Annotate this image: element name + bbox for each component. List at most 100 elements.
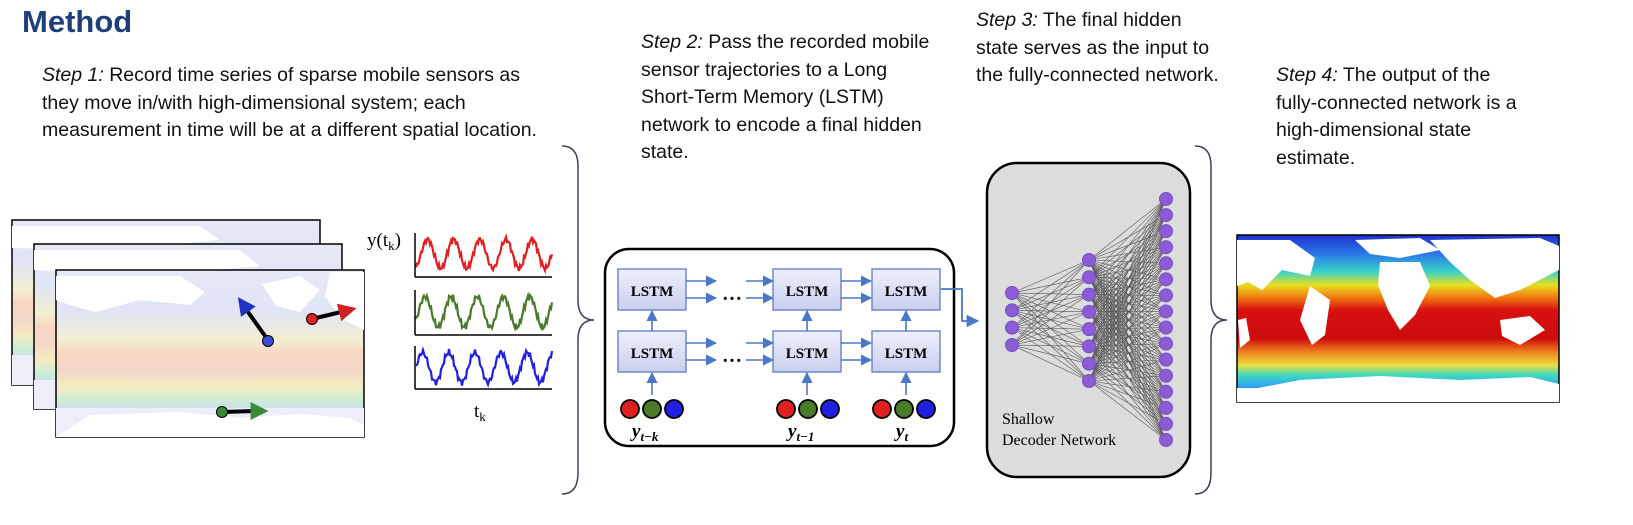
decoder-edge xyxy=(1088,277,1167,392)
decoder-node xyxy=(1082,253,1096,267)
decoder-node xyxy=(1159,352,1173,367)
decoder-edge xyxy=(1088,295,1167,313)
decoder-edge xyxy=(1088,259,1167,312)
lstm-cell xyxy=(617,330,687,373)
decoder-edge xyxy=(1088,263,1167,347)
decoder-edge xyxy=(1088,279,1167,382)
decoder-node xyxy=(1005,303,1019,318)
lstm-cell-label: LSTM xyxy=(631,346,674,362)
decoder-edge xyxy=(1088,230,1167,278)
signal-trace-1 xyxy=(414,291,554,332)
decoder-edge xyxy=(1011,328,1090,346)
page-title: Method xyxy=(22,4,133,39)
decoder-edge xyxy=(1088,214,1167,278)
decoder-node xyxy=(1082,339,1096,354)
signal-ylabel: y(tk) xyxy=(367,230,401,253)
decoder-node xyxy=(1082,270,1096,285)
decoder-edge xyxy=(1088,262,1167,278)
decoder-edge xyxy=(1088,295,1167,364)
decoder-node xyxy=(1005,286,1019,300)
decoder-edge xyxy=(1088,346,1167,441)
decoder-node xyxy=(1005,320,1019,335)
decoder-edge xyxy=(1088,277,1167,328)
decoder-node xyxy=(1005,338,1019,352)
decoder-node xyxy=(1159,288,1173,303)
decoder-edge xyxy=(1088,311,1167,328)
decoder-edge xyxy=(1088,246,1167,313)
decoder-edge xyxy=(1011,259,1090,311)
decoder-edge xyxy=(1088,259,1167,264)
decoder-edge xyxy=(1088,328,1167,425)
decoder-edge xyxy=(1088,328,1167,344)
sensor-input-dot xyxy=(620,399,640,419)
decoder-edge xyxy=(1088,214,1167,261)
sensor-input-dot xyxy=(916,399,936,419)
lstm-cell xyxy=(871,330,941,373)
decoder-edge xyxy=(1088,230,1167,330)
decoder-edge xyxy=(1088,198,1167,330)
lstm-cell-label: LSTM xyxy=(885,284,928,300)
decoder-edge xyxy=(1088,311,1167,364)
decoder-edge xyxy=(1088,343,1167,347)
decoder-node xyxy=(1159,320,1173,335)
decoder-edge xyxy=(1088,259,1167,296)
signal-trace-0 xyxy=(414,233,554,275)
lstm-input-label: yt−1 xyxy=(786,421,814,444)
red-sensor-dot xyxy=(306,313,318,325)
decoder-node xyxy=(1082,287,1096,302)
decoder-edge xyxy=(1088,311,1167,441)
decoder-edge xyxy=(1088,311,1167,360)
step-2-label: Step 2: xyxy=(641,31,703,53)
sensor-trajectories xyxy=(216,297,357,420)
decoder-edge xyxy=(1088,359,1167,382)
sensor-input-dot xyxy=(642,399,662,419)
decoder-edge xyxy=(1088,277,1167,376)
decoder-edge xyxy=(1011,344,1090,347)
signal-plots: y(tk) tk xyxy=(367,230,554,424)
sensor-input-dot xyxy=(664,399,684,419)
decoder-edge xyxy=(1088,328,1167,409)
decoder-edge xyxy=(1088,276,1167,280)
green-sensor-dot xyxy=(216,406,228,418)
decoder-edge xyxy=(1088,246,1167,295)
decoder-edge xyxy=(1088,198,1167,313)
decoder-edge xyxy=(1088,311,1167,382)
decoder-edge xyxy=(1088,230,1167,261)
decoder-edge xyxy=(1088,294,1167,312)
decoder-node xyxy=(1159,433,1173,447)
decoder-edge xyxy=(1088,198,1167,295)
decoder-node xyxy=(1159,400,1173,415)
decoder-edge xyxy=(1088,230,1167,382)
decoder-label-line1: Shallow xyxy=(1002,411,1055,428)
decoder-edge xyxy=(1088,359,1167,365)
map-frame-front xyxy=(55,269,365,438)
decoder-edge xyxy=(1088,346,1167,425)
decoder-edge xyxy=(1088,263,1167,364)
decoder-edge xyxy=(1088,294,1167,376)
decoder-node xyxy=(1159,240,1173,255)
decoder-edge xyxy=(1011,294,1090,346)
decoder-node xyxy=(1159,256,1173,271)
decoder-edge xyxy=(1088,328,1167,441)
decoder-edge xyxy=(1088,311,1167,409)
decoder-edge xyxy=(1088,259,1167,280)
decoder-edge xyxy=(1088,259,1167,376)
signal-traces xyxy=(414,233,554,389)
decoder-node xyxy=(1159,304,1173,319)
decoder-edge xyxy=(1088,327,1167,347)
blue-sensor-dot xyxy=(262,335,274,347)
decoder-edge xyxy=(1088,277,1167,409)
decoder-edge xyxy=(1088,311,1167,425)
step-1-text: Step 1: Record time series of sparse mob… xyxy=(42,62,542,145)
decoder-edge xyxy=(1088,346,1167,360)
decoder-edge xyxy=(1088,263,1167,313)
sensor-input-dot xyxy=(776,399,796,419)
decoder-edge xyxy=(1088,247,1167,382)
decoder-edge xyxy=(1088,363,1167,409)
decoder-edges xyxy=(1011,198,1167,441)
decoder-edge xyxy=(1088,380,1167,393)
decoder-edge xyxy=(1088,279,1167,313)
lstm-cell-label: LSTM xyxy=(786,346,829,362)
decoder-edge xyxy=(1011,344,1090,365)
